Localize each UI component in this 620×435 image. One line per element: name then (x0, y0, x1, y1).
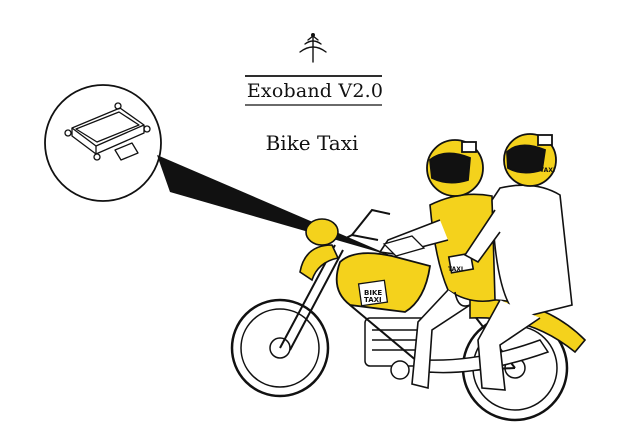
front-fender (299, 244, 340, 282)
bike-plate-line1: BIKE (364, 289, 383, 297)
callout-beam (157, 155, 392, 256)
passenger-helmet (503, 133, 557, 187)
phone-holder-device-icon (64, 102, 151, 161)
brand-title: Exoband V2.0 (246, 80, 384, 102)
rider-helmet (426, 139, 484, 197)
helmet-label: TAXI (540, 167, 556, 174)
mounted-device-icon (382, 235, 426, 257)
bike-plate-text: BIKE TAXI (364, 290, 382, 304)
rider (378, 193, 496, 390)
caption: Bike Taxi (265, 131, 359, 155)
headlight (305, 218, 339, 246)
tree-of-life-emblem-icon (299, 33, 327, 63)
passenger (463, 184, 573, 391)
bike-plate-line2: TAXI (364, 296, 382, 304)
device-callout (44, 84, 162, 202)
vest-label: TAXI (448, 266, 464, 273)
bike-plate (357, 279, 389, 307)
